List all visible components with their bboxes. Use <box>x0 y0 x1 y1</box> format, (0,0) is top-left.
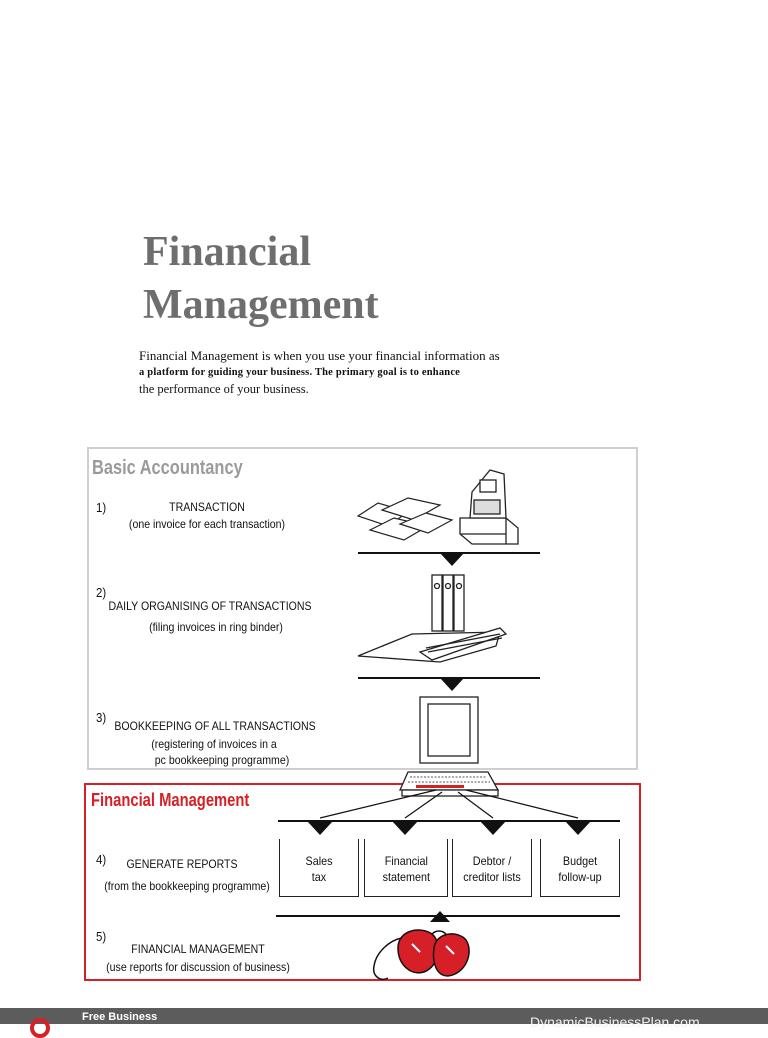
arrow-down-icon <box>307 821 333 835</box>
step-1-title: TRANSACTION <box>169 500 245 514</box>
ring-binders-icon <box>357 574 508 663</box>
financial-management-box <box>84 783 641 981</box>
page-title: Financial Management <box>143 226 379 332</box>
step-3-subtitle-2: pc bookkeeping programme) <box>154 753 290 767</box>
report-sales-tax: Sales tax <box>279 839 359 897</box>
step-3-number: 3) <box>96 710 107 725</box>
arrow-down-icon <box>480 821 506 835</box>
report-sales-tax-label: Sales tax <box>305 854 333 884</box>
step-1-number: 1) <box>96 500 107 515</box>
step-2-title: DAILY ORGANISING OF TRANSACTIONS <box>108 599 312 613</box>
step-5-title: FINANCIAL MANAGEMENT <box>131 942 265 956</box>
step-5-number: 5) <box>96 929 107 944</box>
intro-line-2: a platform for guiding your business. Th… <box>139 367 461 378</box>
arrow-down-icon <box>565 821 591 835</box>
step-3-title: BOOKKEEPING OF ALL TRANSACTIONS <box>114 719 316 733</box>
report-arrows <box>307 821 591 835</box>
report-debtor-creditor-label: Debtor / creditor lists <box>463 854 521 884</box>
footer-left-text: Free Business <box>82 1011 158 1023</box>
arrow-down-icon <box>440 678 464 691</box>
footer-right-text[interactable]: DynamicBusinessPlan.com <box>530 1014 700 1030</box>
computer-icon <box>398 696 500 797</box>
step-2-subtitle: (filing invoices in ring binder) <box>149 620 283 634</box>
step-4-title: GENERATE REPORTS <box>126 857 238 871</box>
report-budget-followup-label: Budget follow-up <box>558 854 602 884</box>
title-line-1: Financial <box>143 229 312 275</box>
arrow-up-icon <box>430 911 450 922</box>
footer-bar: Free Business DynamicBusinessPlan.com <box>0 1008 768 1038</box>
report-budget-followup: Budget follow-up <box>540 839 620 897</box>
report-debtor-creditor: Debtor / creditor lists <box>452 839 532 897</box>
step-5-subtitle: (use reports for discussion of business) <box>106 960 290 974</box>
invoices-icon <box>356 497 454 541</box>
arrow-down-icon <box>440 553 464 566</box>
financial-management-heading: Financial Management <box>91 790 250 810</box>
step-4-subtitle: (from the bookkeeping programme) <box>104 879 270 893</box>
cash-register-icon <box>459 469 519 545</box>
basic-accountancy-box <box>87 447 638 770</box>
step-3-subtitle-1: (registering of invoices in a <box>151 737 277 751</box>
report-financial-statement-label: Financial statement <box>382 854 430 884</box>
arrow-down-icon <box>392 821 418 835</box>
intro-line-3: the performance of your business. <box>139 382 309 396</box>
step-4-number: 4) <box>96 852 107 867</box>
report-financial-statement: Financial statement <box>364 839 448 897</box>
step-1-subtitle: (one invoice for each transaction) <box>128 517 286 531</box>
logo-icon <box>30 1018 50 1038</box>
step-2-number: 2) <box>96 585 107 600</box>
intro-line-1: Financial Management is when you use you… <box>139 348 500 363</box>
title-line-2: Management <box>143 282 379 328</box>
basic-accountancy-heading: Basic Accountancy <box>92 457 243 479</box>
intro-paragraph: Financial Management is when you use you… <box>139 347 599 398</box>
glasses-icon <box>372 929 470 980</box>
